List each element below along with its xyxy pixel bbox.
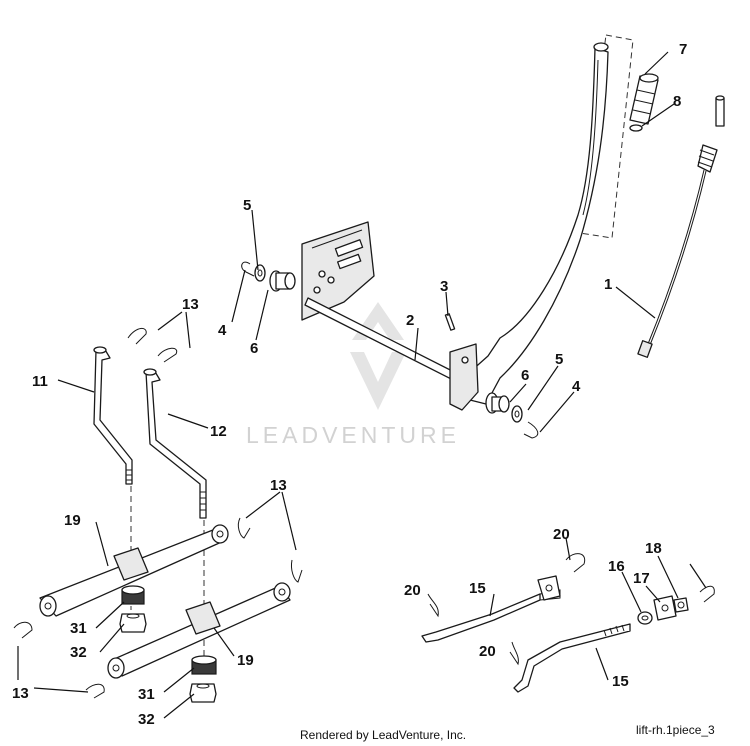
spacer-lower [191,655,217,675]
spacer-upper [121,585,145,605]
callout-12: 12 [210,423,227,440]
nut-upper [119,613,147,633]
callout-4-left: 4 [218,322,227,339]
left-hairpin-4 [241,261,255,277]
grip-ring [629,124,643,132]
callout-18: 18 [645,540,662,557]
callout-2: 2 [406,312,414,329]
callout-20-a: 20 [404,582,421,599]
callout-15-lower: 15 [612,673,629,690]
clip-20-d [699,585,715,603]
lift-handle [469,42,609,405]
lift-arm-lower [107,582,291,679]
roll-pin [444,313,456,331]
nut-lower [189,683,217,703]
callout-19-upper: 19 [64,512,81,529]
callout-31-upper: 31 [70,620,87,637]
footer-credit: Rendered by LeadVenture, Inc. [300,728,467,742]
adjust-rod-upper [421,589,561,643]
lift-arm-upper [39,524,229,617]
callout-16: 16 [608,558,625,575]
clip-13-bottom-a [13,621,33,639]
watermark: LEADVENTURE [246,302,460,448]
callout-20-b: 20 [553,526,570,543]
right-hairpin-4 [523,421,539,439]
callout-11: 11 [32,373,48,390]
watermark-text: LEADVENTURE [246,422,460,448]
handle-grip [629,73,659,125]
callout-31-lower: 31 [138,686,155,703]
nut-18 [673,597,689,613]
release-cable [637,95,725,358]
callout-labels: 1 2 3 4 4 5 5 6 6 7 8 11 12 13 13 13 15 … [12,41,687,728]
callout-32-lower: 32 [138,711,155,728]
callout-13-mid: 13 [270,477,287,494]
callout-4-right: 4 [572,378,581,395]
callout-8: 8 [673,93,681,110]
right-bushing-6 [485,392,510,414]
left-bushing-6 [269,270,296,292]
callout-13-bottom: 13 [12,685,29,702]
lift-bracket [301,221,375,321]
callout-5-right: 5 [555,351,563,368]
clip-13-top-a [127,328,147,345]
callout-1: 1 [604,276,612,293]
callout-20-c: 20 [479,643,496,660]
clip-20-b [565,553,586,573]
callout-5-left: 5 [243,197,251,214]
lift-link-left [93,346,133,485]
clip-13-bottom-b [85,683,105,699]
callout-13-top: 13 [182,296,199,313]
trunnion-upper [537,575,561,601]
clip-13-top-b [157,347,178,363]
washer-16 [637,611,653,625]
leader-lines [17,51,707,719]
diagram-id: lift-rh.1piece_3 [636,723,715,737]
clip-13-mid-b [291,559,303,583]
adjust-rod-lower [513,623,631,693]
clip-20-c [509,641,519,666]
clip-20-a [427,593,439,618]
lift-link-right [143,368,207,519]
callout-15-upper: 15 [469,580,486,597]
right-washer-5 [511,405,523,423]
callout-6-left: 6 [250,340,258,357]
clip-13-mid-a [237,517,251,539]
callout-3: 3 [440,278,448,295]
callout-32-upper: 32 [70,644,87,661]
left-washer-5 [254,264,266,282]
callout-19-lower: 19 [237,652,254,669]
callout-6-right: 6 [521,367,529,384]
callout-17: 17 [633,570,650,587]
callout-7: 7 [679,41,687,58]
